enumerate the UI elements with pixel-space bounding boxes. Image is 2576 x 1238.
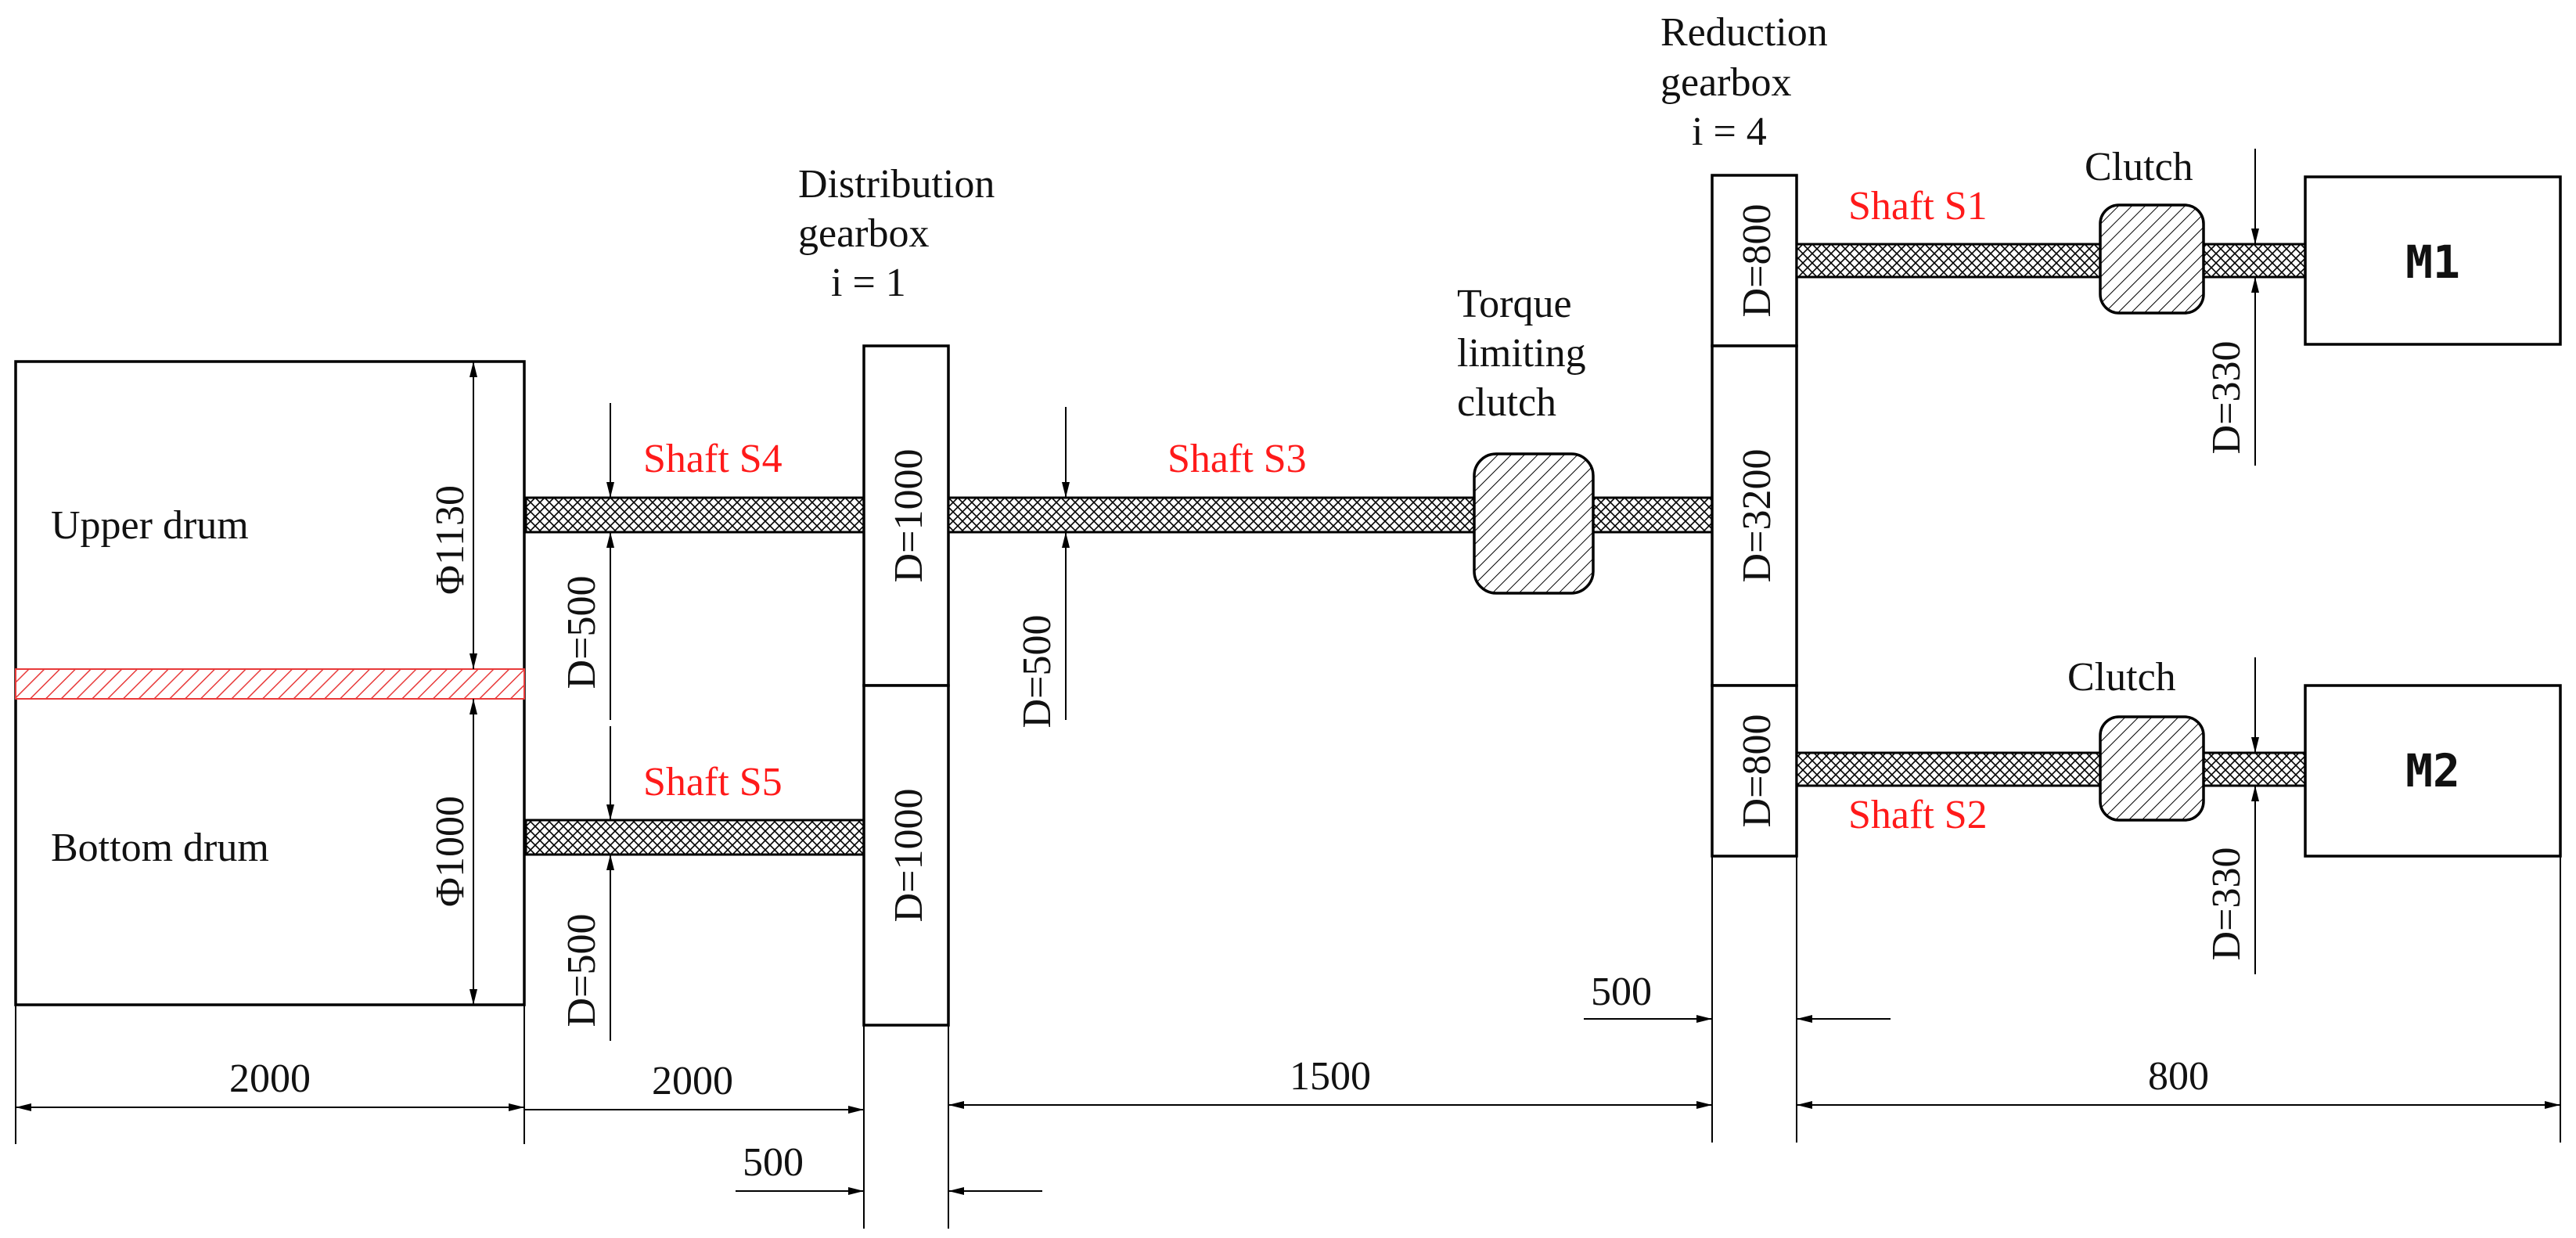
clutch-upper-body	[2099, 203, 2205, 315]
length-dimensions: 2000 2000 1500 800 500 500	[15, 856, 2561, 1195]
distribution-gear-lower	[862, 684, 950, 1027]
shaft-s5-body	[524, 819, 865, 856]
distribution-gearbox-width: 500	[743, 1140, 804, 1185]
clutch-lower-label: Clutch	[2067, 655, 2176, 700]
shaft-s2: Shaft S2 D=330	[1795, 657, 2307, 974]
motor-m2-box	[2304, 684, 2562, 858]
shaft-s5-diameter: D=500	[559, 914, 604, 1027]
motor-m1-label: M1	[2405, 236, 2460, 289]
reduction-gear-top	[1711, 174, 1798, 347]
motor-m2-label: M2	[2405, 744, 2460, 797]
shaft-s1: Shaft S1 D=330	[1795, 149, 2307, 466]
distribution-gearbox-title-1: Distribution	[798, 162, 995, 207]
reduction-gear-middle-diameter: D=3200	[1735, 449, 1779, 583]
clutch-lower-body	[2099, 715, 2205, 822]
s3-length: 1500	[1290, 1054, 1371, 1099]
shaft-s1-label: Shaft S1	[1848, 184, 1988, 229]
shaft-s4: Shaft S4 D=500	[524, 403, 865, 720]
shaft-s5: Shaft S5 D=500	[524, 726, 865, 1041]
clutch-upper-label: Clutch	[2085, 145, 2193, 189]
motor-m1: M1	[2304, 175, 2562, 346]
torque-clutch-label-1: Torque	[1457, 282, 1572, 326]
drum-separator	[15, 668, 525, 700]
distribution-gearbox-title-2: gearbox	[798, 211, 929, 256]
clutch-lower: Clutch	[2067, 655, 2205, 822]
motor-m1-box	[2304, 175, 2562, 346]
shaft-s5-label: Shaft S5	[643, 760, 783, 804]
shaft-s2-label: Shaft S2	[1848, 793, 1988, 837]
shaft-s2-body	[1795, 751, 2307, 787]
shaft-s3-label: Shaft S3	[1167, 437, 1307, 481]
reduction-gear-middle	[1711, 344, 1798, 687]
reduction-gear-bottom	[1711, 684, 1798, 858]
distribution-gear-lower-diameter: D=1000	[887, 789, 931, 923]
shaft-s2-diameter: D=330	[2204, 848, 2249, 961]
reduction-gear-top-diameter: D=800	[1735, 204, 1779, 318]
shaft-s3-diameter: D=500	[1015, 615, 1060, 729]
distribution-gear-upper-diameter: D=1000	[887, 449, 931, 583]
s1-s2-length: 800	[2148, 1054, 2209, 1099]
torque-clutch-label-3: clutch	[1457, 380, 1556, 425]
reduction-gearbox-title-1: Reduction	[1660, 10, 1828, 55]
torque-clutch-label-2: limiting	[1457, 331, 1586, 376]
reduction-gear-bottom-diameter: D=800	[1735, 714, 1779, 828]
reduction-gearbox-title-2: gearbox	[1660, 60, 1791, 105]
reduction-gearbox-ratio: i = 4	[1692, 110, 1767, 154]
drum-assembly: Upper drum Bottom drum Φ1130 Φ1000	[14, 360, 526, 1006]
bottom-drum-label: Bottom drum	[51, 826, 269, 870]
shaft-s4-label: Shaft S4	[643, 437, 783, 481]
distribution-gearbox: Distribution gearbox i = 1 D=1000 D=1000	[798, 162, 995, 1229]
motor-m2: M2	[2304, 684, 2562, 858]
torque-clutch-body	[1473, 452, 1595, 595]
shaft-s4-diameter: D=500	[559, 576, 604, 689]
torque-limiting-clutch: Torque limiting clutch	[1457, 282, 1595, 595]
reduction-gearbox: Reduction gearbox i = 4 D=800 D=3200 D=8…	[1660, 10, 1828, 1143]
upper-drum-diameter: Φ1130	[428, 485, 473, 595]
shaft-s1-diameter: D=330	[2204, 341, 2249, 455]
upper-drum-label: Upper drum	[51, 503, 249, 548]
shaft-s4-body	[524, 496, 865, 534]
shaft-s1-body	[1795, 243, 2307, 279]
drum-length: 2000	[229, 1056, 311, 1101]
distribution-gearbox-ratio: i = 1	[831, 261, 906, 305]
shaft-s3-body	[947, 496, 1714, 534]
bottom-drum-diameter: Φ1000	[428, 796, 473, 907]
shaft-s3: Shaft S3 D=500	[947, 407, 1714, 729]
clutch-upper: Clutch	[2085, 145, 2205, 315]
reduction-gearbox-width: 500	[1591, 970, 1652, 1014]
s4-s5-length: 2000	[652, 1059, 733, 1103]
